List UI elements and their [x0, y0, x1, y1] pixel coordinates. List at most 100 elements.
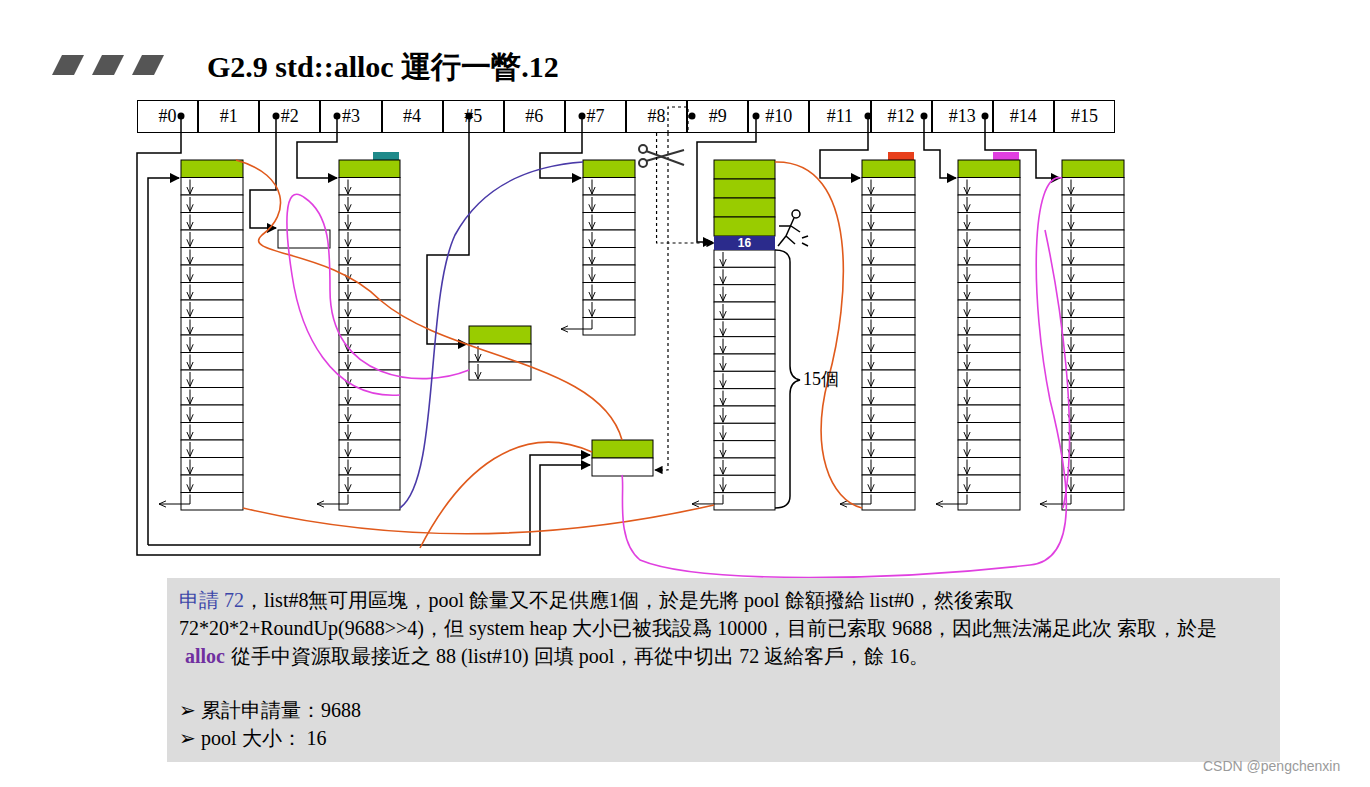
chunk	[714, 285, 775, 302]
node-text: ➢ pool 大小： 16	[179, 727, 327, 749]
node-text: #8	[648, 106, 666, 127]
next-pointer	[159, 495, 190, 505]
next-pointer	[592, 302, 593, 317]
next-pointer	[871, 407, 872, 422]
chunk	[469, 326, 531, 344]
chunk	[958, 405, 1020, 423]
chunk	[339, 423, 400, 441]
chunk	[181, 458, 243, 476]
chunk	[958, 440, 1020, 458]
chunk	[583, 230, 635, 248]
list-slot: #10	[748, 100, 809, 133]
chunk	[714, 250, 775, 267]
chunk	[714, 179, 775, 198]
next-pointer	[723, 408, 724, 422]
next-pointer	[190, 285, 191, 300]
node-text: ➢ 累計申請量：9688	[179, 699, 361, 721]
chunk	[181, 230, 243, 248]
chunk	[958, 283, 1020, 301]
node-text: #7	[586, 106, 604, 127]
next-pointer	[190, 180, 191, 195]
scissors	[639, 145, 684, 167]
next-pointer	[1071, 372, 1072, 387]
chunk	[862, 160, 915, 178]
next-pointer	[1071, 442, 1072, 457]
next-pointer	[871, 442, 872, 457]
node-text: #10	[765, 106, 792, 127]
next-pointer	[871, 477, 872, 492]
next-pointer	[936, 495, 967, 505]
next-pointer	[967, 355, 968, 370]
chunk	[181, 178, 243, 196]
chunk	[1062, 160, 1124, 178]
next-pointer	[967, 407, 968, 422]
node-text: #3	[342, 106, 360, 127]
chunk	[714, 475, 775, 492]
next-pointer	[967, 267, 968, 282]
chunk	[1062, 335, 1124, 353]
chunk	[181, 248, 243, 266]
text-line: ➢ 累計申請量：9688	[179, 696, 1266, 724]
next-pointer	[190, 390, 191, 405]
next-pointer	[967, 390, 968, 405]
next-pointer	[723, 356, 724, 370]
list-slot: #11	[809, 100, 870, 133]
chunk	[714, 319, 775, 336]
next-pointer	[190, 320, 191, 335]
next-pointer	[348, 320, 349, 335]
next-pointer	[723, 269, 724, 283]
next-pointer	[348, 372, 349, 387]
next-pointer	[592, 250, 593, 265]
chunk	[339, 178, 400, 196]
chunk	[714, 406, 775, 423]
next-pointer	[190, 442, 191, 457]
next-pointer	[348, 302, 349, 317]
chunk	[1062, 318, 1124, 336]
chunk	[958, 248, 1020, 266]
next-pointer	[871, 390, 872, 405]
chunk	[181, 335, 243, 353]
next-pointer	[723, 339, 724, 353]
chunk	[469, 344, 531, 362]
node-text: 16	[738, 237, 751, 249]
chunk	[862, 265, 915, 283]
chunk	[181, 213, 243, 231]
next-pointer	[1071, 267, 1072, 282]
chunk	[583, 318, 635, 336]
chunk	[181, 318, 243, 336]
chunk	[1062, 265, 1124, 283]
chunk	[181, 440, 243, 458]
node-text: alloc	[185, 645, 225, 667]
chunk	[862, 353, 915, 371]
chunk	[958, 475, 1020, 493]
next-pointer	[190, 337, 191, 352]
chunk	[862, 318, 915, 336]
chunk	[339, 160, 400, 178]
chunk	[958, 178, 1020, 196]
next-pointer	[967, 372, 968, 387]
node-text: #1	[220, 106, 238, 127]
chunk	[181, 160, 243, 178]
chunk	[714, 423, 775, 440]
next-pointer	[190, 197, 191, 212]
next-pointer	[871, 250, 872, 265]
chunk	[958, 353, 1020, 371]
next-pointer	[723, 477, 724, 491]
next-pointer	[1071, 337, 1072, 352]
node-text: #14	[1010, 106, 1037, 127]
chunk	[1062, 440, 1124, 458]
next-pointer	[190, 425, 191, 440]
chunk	[592, 458, 653, 476]
chunk	[339, 388, 400, 406]
chunk	[583, 265, 635, 283]
chunk	[958, 265, 1020, 283]
next-pointer	[190, 232, 191, 247]
node-text: #15	[1071, 106, 1098, 127]
next-pointer	[967, 477, 968, 492]
next-pointer	[348, 337, 349, 352]
chunk	[958, 370, 1020, 388]
next-pointer	[723, 391, 724, 405]
chunk	[862, 475, 915, 493]
next-pointer	[348, 442, 349, 457]
next-pointer	[723, 287, 724, 301]
